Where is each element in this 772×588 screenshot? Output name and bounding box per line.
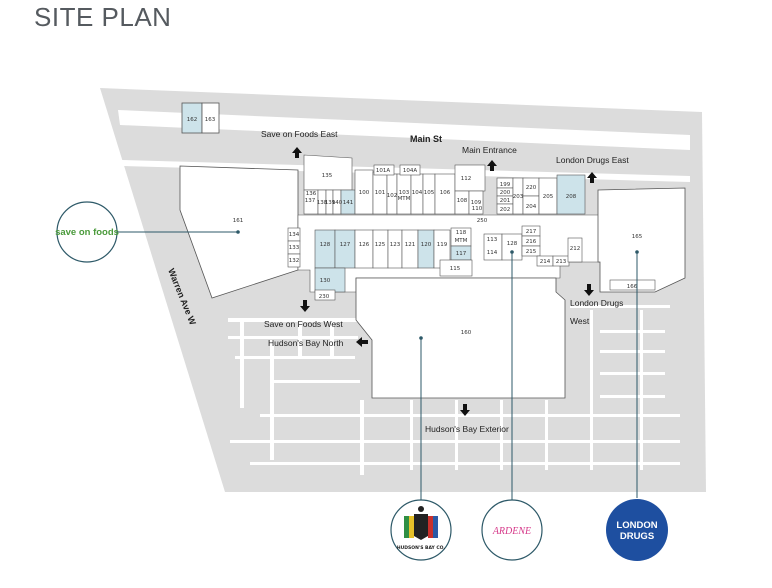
svg-text:208: 208 bbox=[566, 194, 577, 200]
entrance-main: Main Entrance bbox=[462, 145, 517, 155]
svg-text:102: 102 bbox=[387, 193, 398, 199]
svg-text:104: 104 bbox=[412, 190, 423, 196]
svg-text:112: 112 bbox=[461, 176, 472, 182]
west-units bbox=[287, 227, 301, 268]
ardene-logo: ARDENE bbox=[481, 499, 543, 561]
svg-text:109: 109 bbox=[471, 200, 482, 206]
svg-text:101A: 101A bbox=[376, 168, 390, 174]
north-shops bbox=[303, 154, 586, 215]
svg-text:127: 127 bbox=[340, 242, 351, 248]
svg-text:141: 141 bbox=[343, 200, 354, 206]
entrance-hudsons-bay-exterior: Hudson's Bay Exterior bbox=[425, 424, 509, 434]
svg-text:165: 165 bbox=[632, 234, 643, 240]
arrow-down-icon bbox=[300, 284, 594, 416]
entrance-save-on-foods-east: Save on Foods East bbox=[261, 129, 338, 139]
svg-text:123: 123 bbox=[390, 242, 401, 248]
svg-text:212: 212 bbox=[570, 246, 581, 252]
svg-text:203: 203 bbox=[513, 194, 524, 200]
south-shops bbox=[314, 225, 583, 301]
svg-text:106: 106 bbox=[440, 190, 451, 196]
svg-text:205: 205 bbox=[543, 194, 554, 200]
svg-text:202: 202 bbox=[500, 207, 511, 213]
svg-text:213: 213 bbox=[556, 259, 567, 265]
svg-text:166: 166 bbox=[627, 284, 638, 290]
unit-163 bbox=[201, 102, 220, 134]
svg-text:199: 199 bbox=[500, 182, 511, 188]
save-on-foods-logo-text: save on foods bbox=[55, 227, 119, 238]
svg-text:105: 105 bbox=[424, 190, 435, 196]
arrow-up-icon bbox=[292, 147, 597, 183]
svg-text:137: 137 bbox=[305, 198, 316, 204]
svg-text:MTM: MTM bbox=[398, 196, 411, 202]
unit-label-163: 163 bbox=[205, 117, 216, 123]
svg-text:113: 113 bbox=[487, 237, 498, 243]
svg-text:128: 128 bbox=[320, 242, 331, 248]
svg-text:138: 138 bbox=[317, 200, 328, 206]
entrance-save-on-foods-west: Save on Foods West bbox=[264, 319, 343, 329]
svg-text:103: 103 bbox=[399, 190, 410, 196]
london-drugs-building bbox=[597, 187, 686, 293]
svg-text:104A: 104A bbox=[403, 168, 417, 174]
svg-text:201: 201 bbox=[500, 198, 511, 204]
unit-label-162: 162 bbox=[187, 117, 198, 123]
arrow-left-icon bbox=[356, 337, 368, 347]
entrance-hudsons-bay-north: Hudson's Bay North bbox=[268, 338, 344, 348]
unit-labels: 135 136 137 138 139 140 141 101A 104A 10… bbox=[233, 168, 643, 336]
parking-lanes bbox=[118, 110, 690, 475]
street-main-st: Main St bbox=[410, 134, 442, 144]
svg-text:217: 217 bbox=[526, 229, 537, 235]
svg-text:215: 215 bbox=[526, 249, 537, 255]
svg-text:139: 139 bbox=[325, 200, 336, 206]
hudsons-bay-building bbox=[355, 277, 566, 399]
svg-text:126: 126 bbox=[359, 242, 370, 248]
svg-text:110: 110 bbox=[472, 206, 483, 212]
svg-text:118: 118 bbox=[456, 230, 467, 236]
svg-text:161: 161 bbox=[233, 218, 244, 224]
ardene-logo-text: ARDENE bbox=[492, 526, 531, 537]
svg-text:230: 230 bbox=[319, 294, 330, 300]
svg-text:136: 136 bbox=[306, 191, 317, 197]
svg-text:120: 120 bbox=[421, 242, 432, 248]
svg-text:160: 160 bbox=[461, 330, 472, 336]
svg-text:128: 128 bbox=[507, 241, 518, 247]
svg-text:130: 130 bbox=[320, 278, 331, 284]
hudsons-bay-logo: HUDSON'S BAY CO. bbox=[390, 499, 452, 561]
svg-text:121: 121 bbox=[405, 242, 416, 248]
entrance-london-drugs-west-line2: West bbox=[570, 316, 590, 326]
svg-text:115: 115 bbox=[450, 266, 461, 272]
svg-text:117: 117 bbox=[456, 251, 467, 257]
london-drugs-logo-line2: DRUGS bbox=[620, 531, 654, 542]
leader-dots bbox=[236, 230, 639, 340]
svg-text:100: 100 bbox=[359, 190, 370, 196]
svg-text:250: 250 bbox=[477, 218, 488, 224]
svg-text:133: 133 bbox=[289, 245, 300, 251]
entrance-london-drugs-east: London Drugs East bbox=[556, 155, 629, 165]
unit-166 bbox=[609, 279, 656, 291]
svg-text:MTM: MTM bbox=[455, 238, 468, 244]
entrance-london-drugs-west-line1: London Drugs bbox=[570, 298, 623, 308]
london-drugs-logo-line1: LONDON bbox=[616, 520, 657, 531]
svg-text:101: 101 bbox=[375, 190, 386, 196]
save-on-foods-logo: save on foods bbox=[55, 201, 119, 263]
svg-text:132: 132 bbox=[289, 258, 300, 264]
page-title: SITE PLAN bbox=[34, 2, 172, 32]
svg-text:216: 216 bbox=[526, 239, 537, 245]
svg-text:140: 140 bbox=[332, 200, 343, 206]
svg-text:200: 200 bbox=[500, 190, 511, 196]
svg-text:125: 125 bbox=[375, 242, 386, 248]
leader-lines bbox=[116, 231, 638, 502]
svg-text:114: 114 bbox=[487, 250, 498, 256]
hudsons-bay-logo-text: HUDSON'S BAY CO. bbox=[397, 545, 446, 551]
svg-text:108: 108 bbox=[457, 198, 468, 204]
svg-text:220: 220 bbox=[526, 185, 537, 191]
svg-text:135: 135 bbox=[322, 173, 333, 179]
svg-text:204: 204 bbox=[526, 204, 537, 210]
london-drugs-logo: LONDON DRUGS bbox=[606, 499, 668, 561]
svg-text:119: 119 bbox=[437, 242, 448, 248]
svg-text:134: 134 bbox=[289, 232, 300, 238]
svg-text:214: 214 bbox=[540, 259, 551, 265]
